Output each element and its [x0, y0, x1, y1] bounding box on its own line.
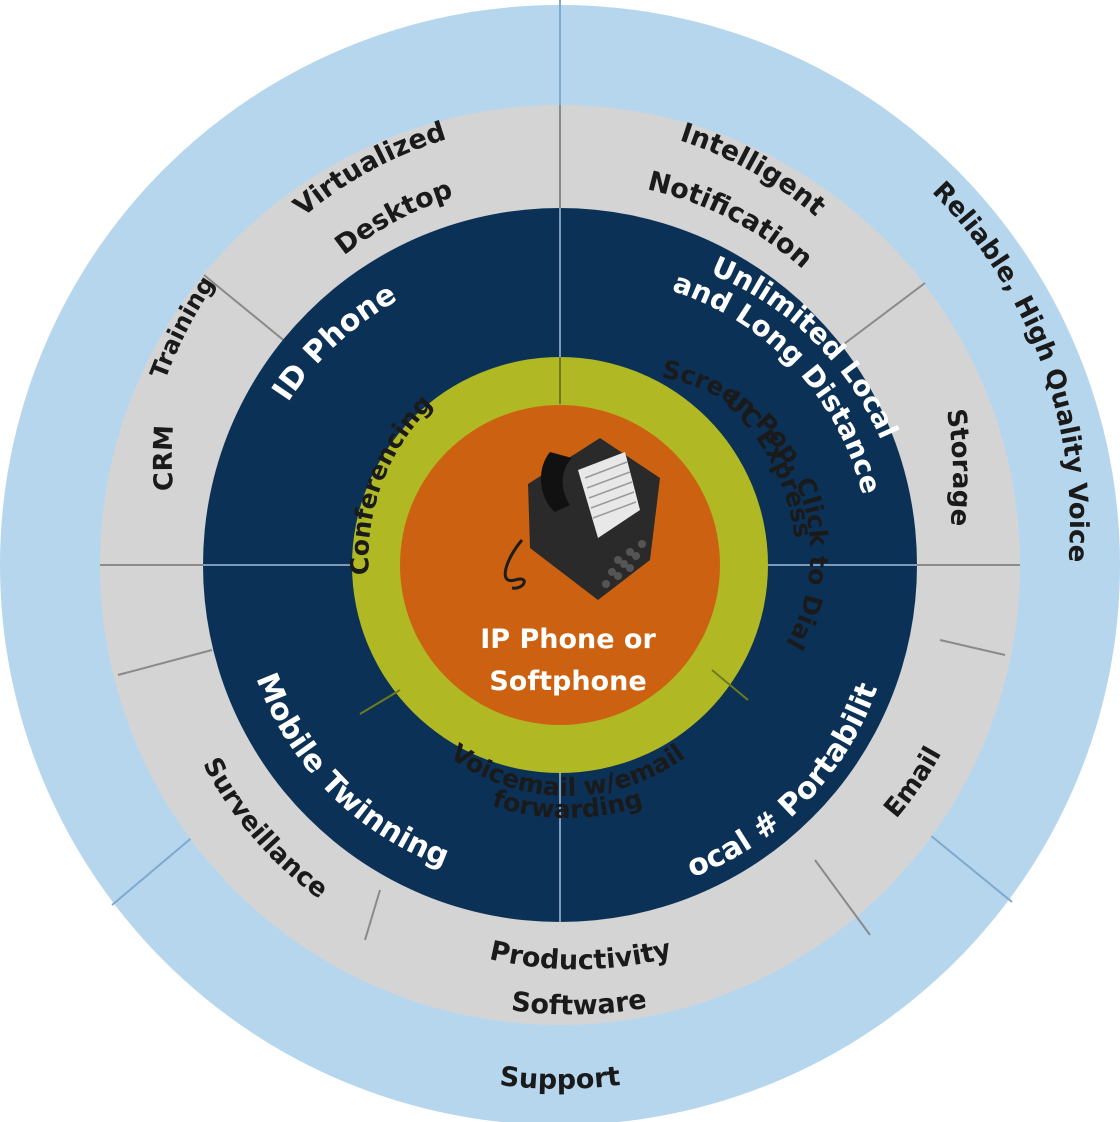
feature-dividers: [203, 208, 917, 922]
uc-dividers: [359, 357, 749, 715]
service-label-storage: Storage: [940, 407, 976, 528]
center-label-line2: Softphone: [489, 666, 646, 697]
outer-label-support: Support: [498, 1061, 622, 1096]
desk-phone-icon: [503, 438, 660, 600]
center-label-line1: IP Phone or: [480, 624, 656, 655]
services-dividers: [100, 105, 1020, 941]
outer-divider: [111, 834, 196, 906]
outer-divider: [929, 834, 1013, 903]
service-label-crm: CRM: [149, 424, 180, 491]
